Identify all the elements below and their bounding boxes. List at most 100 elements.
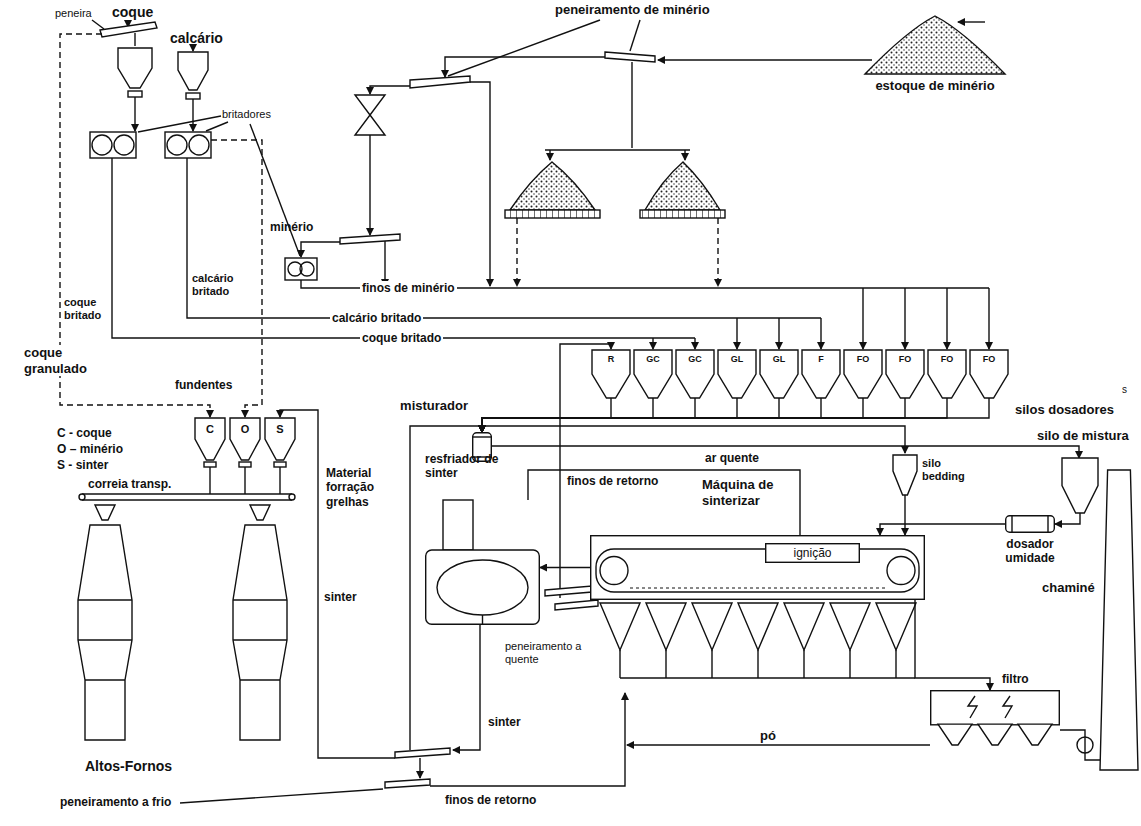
silo-node: GC	[634, 350, 672, 398]
crusher	[189, 135, 209, 155]
node-text: F	[818, 354, 824, 365]
node-text: C	[206, 423, 214, 436]
conveyor-belt	[95, 505, 115, 520]
node-text: GL	[773, 354, 786, 365]
bin-outline	[195, 418, 225, 460]
equipment-label: estoque de minério	[865, 78, 1005, 94]
equipment-label: dosador umidade	[997, 537, 1063, 566]
silo-outline	[970, 350, 1008, 398]
flow-label: coque britado	[64, 296, 110, 322]
filter-outline	[931, 691, 1060, 725]
cyclone-node: silo bedding	[893, 455, 917, 495]
flow-line	[620, 677, 915, 678]
flowsheet-drawing	[60, 20, 1093, 803]
silo-node: GL	[760, 350, 798, 398]
crusher	[300, 262, 314, 276]
equipment-label: silo bedding	[922, 457, 982, 483]
blast-furnace	[78, 599, 132, 600]
flow-line	[684, 150, 685, 160]
flow-line	[445, 57, 605, 77]
blast-furnace	[233, 639, 287, 640]
flow-label: peneiramento a quente	[505, 640, 590, 666]
flow-label: peneira	[55, 7, 92, 20]
flow-line	[658, 59, 872, 60]
machine-outline	[596, 549, 919, 592]
node-text: FO	[899, 354, 912, 365]
conveyor-belt	[82, 499, 292, 500]
silo-outline	[928, 350, 966, 398]
conveyor-belt	[289, 494, 295, 500]
dashed-flow-line	[60, 34, 718, 417]
silo-outline	[760, 350, 798, 398]
bin-node: C	[195, 418, 225, 460]
cooler-outline	[482, 615, 483, 625]
flow-connector	[1055, 513, 1080, 524]
cold-screen	[395, 748, 450, 758]
bin-feeder	[239, 462, 251, 467]
bin-feeder	[274, 462, 286, 467]
coke-screen	[134, 33, 135, 46]
silo-outline	[676, 350, 714, 398]
flow-label: silos dosadores	[1015, 402, 1114, 418]
pile-node: estoque de minério	[865, 16, 1005, 74]
cooler-shape	[425, 500, 540, 625]
flow-line	[453, 625, 480, 750]
flow-label: sinter	[324, 590, 357, 604]
blast-furnace	[78, 639, 132, 640]
flow-line	[528, 470, 800, 542]
flow-line	[631, 62, 632, 148]
ore-screen	[605, 52, 655, 62]
bin-feeder	[204, 462, 216, 467]
silo-outline	[718, 350, 756, 398]
windbox	[711, 650, 712, 678]
filter-outline	[1003, 696, 1012, 718]
blending-pile	[505, 162, 725, 218]
flow-label: finos de minério	[360, 281, 457, 295]
flow-line	[369, 135, 370, 235]
node-text: FO	[941, 354, 954, 365]
cold-screen	[385, 779, 430, 788]
flow-connector	[482, 398, 989, 432]
flow-label: fundentes	[175, 378, 232, 392]
stack-node: chaminé	[1100, 470, 1138, 770]
ore-screen	[355, 95, 385, 115]
cyclone-outline	[893, 455, 917, 495]
windbox	[600, 603, 916, 678]
ore-screen	[340, 234, 400, 244]
flow-label: C - coque	[57, 426, 112, 440]
windbox	[784, 603, 824, 650]
silo-outline	[844, 350, 882, 398]
coke-screen	[100, 22, 157, 37]
windbox	[895, 650, 896, 678]
windbox	[619, 650, 620, 678]
cooler-outline	[426, 550, 540, 624]
flow-line	[694, 338, 695, 349]
silo-outline	[886, 350, 924, 398]
leader-line	[250, 124, 300, 256]
blast-furnace	[78, 525, 287, 740]
blending-pile	[510, 162, 595, 210]
equipment-label: chaminé	[1042, 580, 1098, 596]
conveyor-belt	[250, 505, 270, 520]
flow-line	[280, 410, 395, 758]
hot-screen	[545, 586, 592, 596]
flow-label: coque britado	[360, 331, 443, 345]
blending-pile	[645, 162, 720, 210]
flow-line	[187, 158, 821, 318]
flow-connector	[482, 398, 821, 432]
crusher	[114, 135, 134, 155]
blending-pile	[505, 210, 600, 218]
coke-hopper	[118, 48, 152, 131]
crusher	[90, 132, 136, 158]
rect-node: ignição	[765, 543, 860, 563]
blast-furnace	[233, 599, 287, 600]
leader-line	[630, 20, 640, 51]
flow-line	[904, 288, 905, 349]
blending-pile	[640, 210, 725, 218]
blast-furnace	[233, 525, 287, 740]
flow-connector	[482, 398, 695, 432]
hdrum-node: dosador umidade	[1005, 515, 1055, 533]
windbox	[692, 603, 732, 650]
node-text: O	[241, 423, 250, 436]
hopper-shape	[1062, 458, 1098, 513]
